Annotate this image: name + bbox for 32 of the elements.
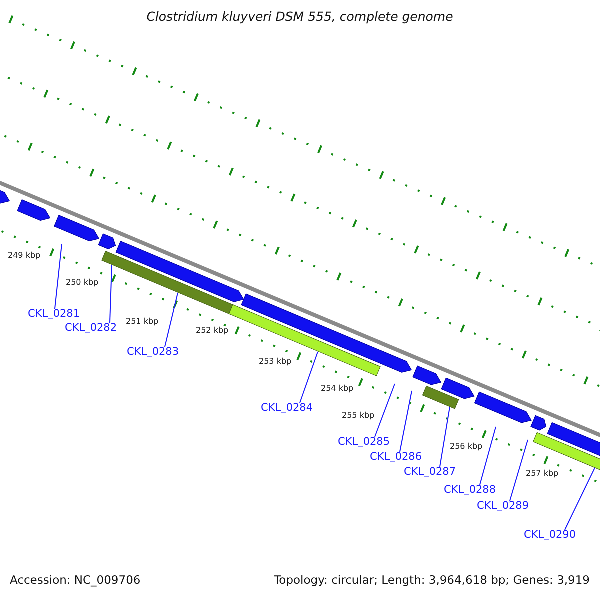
gene-label: CKL_0290 [524,530,576,542]
scale-label: 251 kbp [126,318,159,327]
scale-label: 254 kbp [321,385,354,394]
gene-label: CKL_0287 [404,467,456,479]
gene-label: CKL_0288 [444,485,496,497]
leader-line [374,384,396,438]
genome-info-text: Topology: circular; Length: 3,964,618 bp; Genes: 3,919 [274,574,590,587]
scale-label: 250 kbp [66,279,99,288]
scale-label: 255 kbp [342,412,375,421]
leader-line [510,440,528,502]
leader-line [300,352,318,404]
leader-line [164,292,178,348]
chart-title: Clostridium kluyveri DSM 555, complete genome [146,10,454,24]
leader-line [54,244,62,310]
gene-label: CKL_0284 [261,403,314,415]
scale-label: 253 kbp [259,358,292,367]
scale-label: 256 kbp [450,443,483,452]
leader-line [400,390,412,452]
scale-label: 252 kbp [196,327,229,336]
scale-label: 257 kbp [526,470,559,479]
gene-label: CKL_0286 [370,452,422,464]
scale-label: 249 kbp [8,252,41,261]
gene-label: CKL_0282 [65,323,118,335]
gene-label: CKL_0289 [477,501,530,513]
leader-line [440,406,450,468]
leader-line [564,468,596,530]
leader-line [480,426,496,486]
accession-text: Accession: NC_009706 [10,574,141,587]
gene-label: CKL_0283 [127,347,180,359]
leader-line [110,264,112,324]
gene-label: CKL_0281 [28,309,80,321]
gene-label: CKL_0285 [338,437,390,449]
